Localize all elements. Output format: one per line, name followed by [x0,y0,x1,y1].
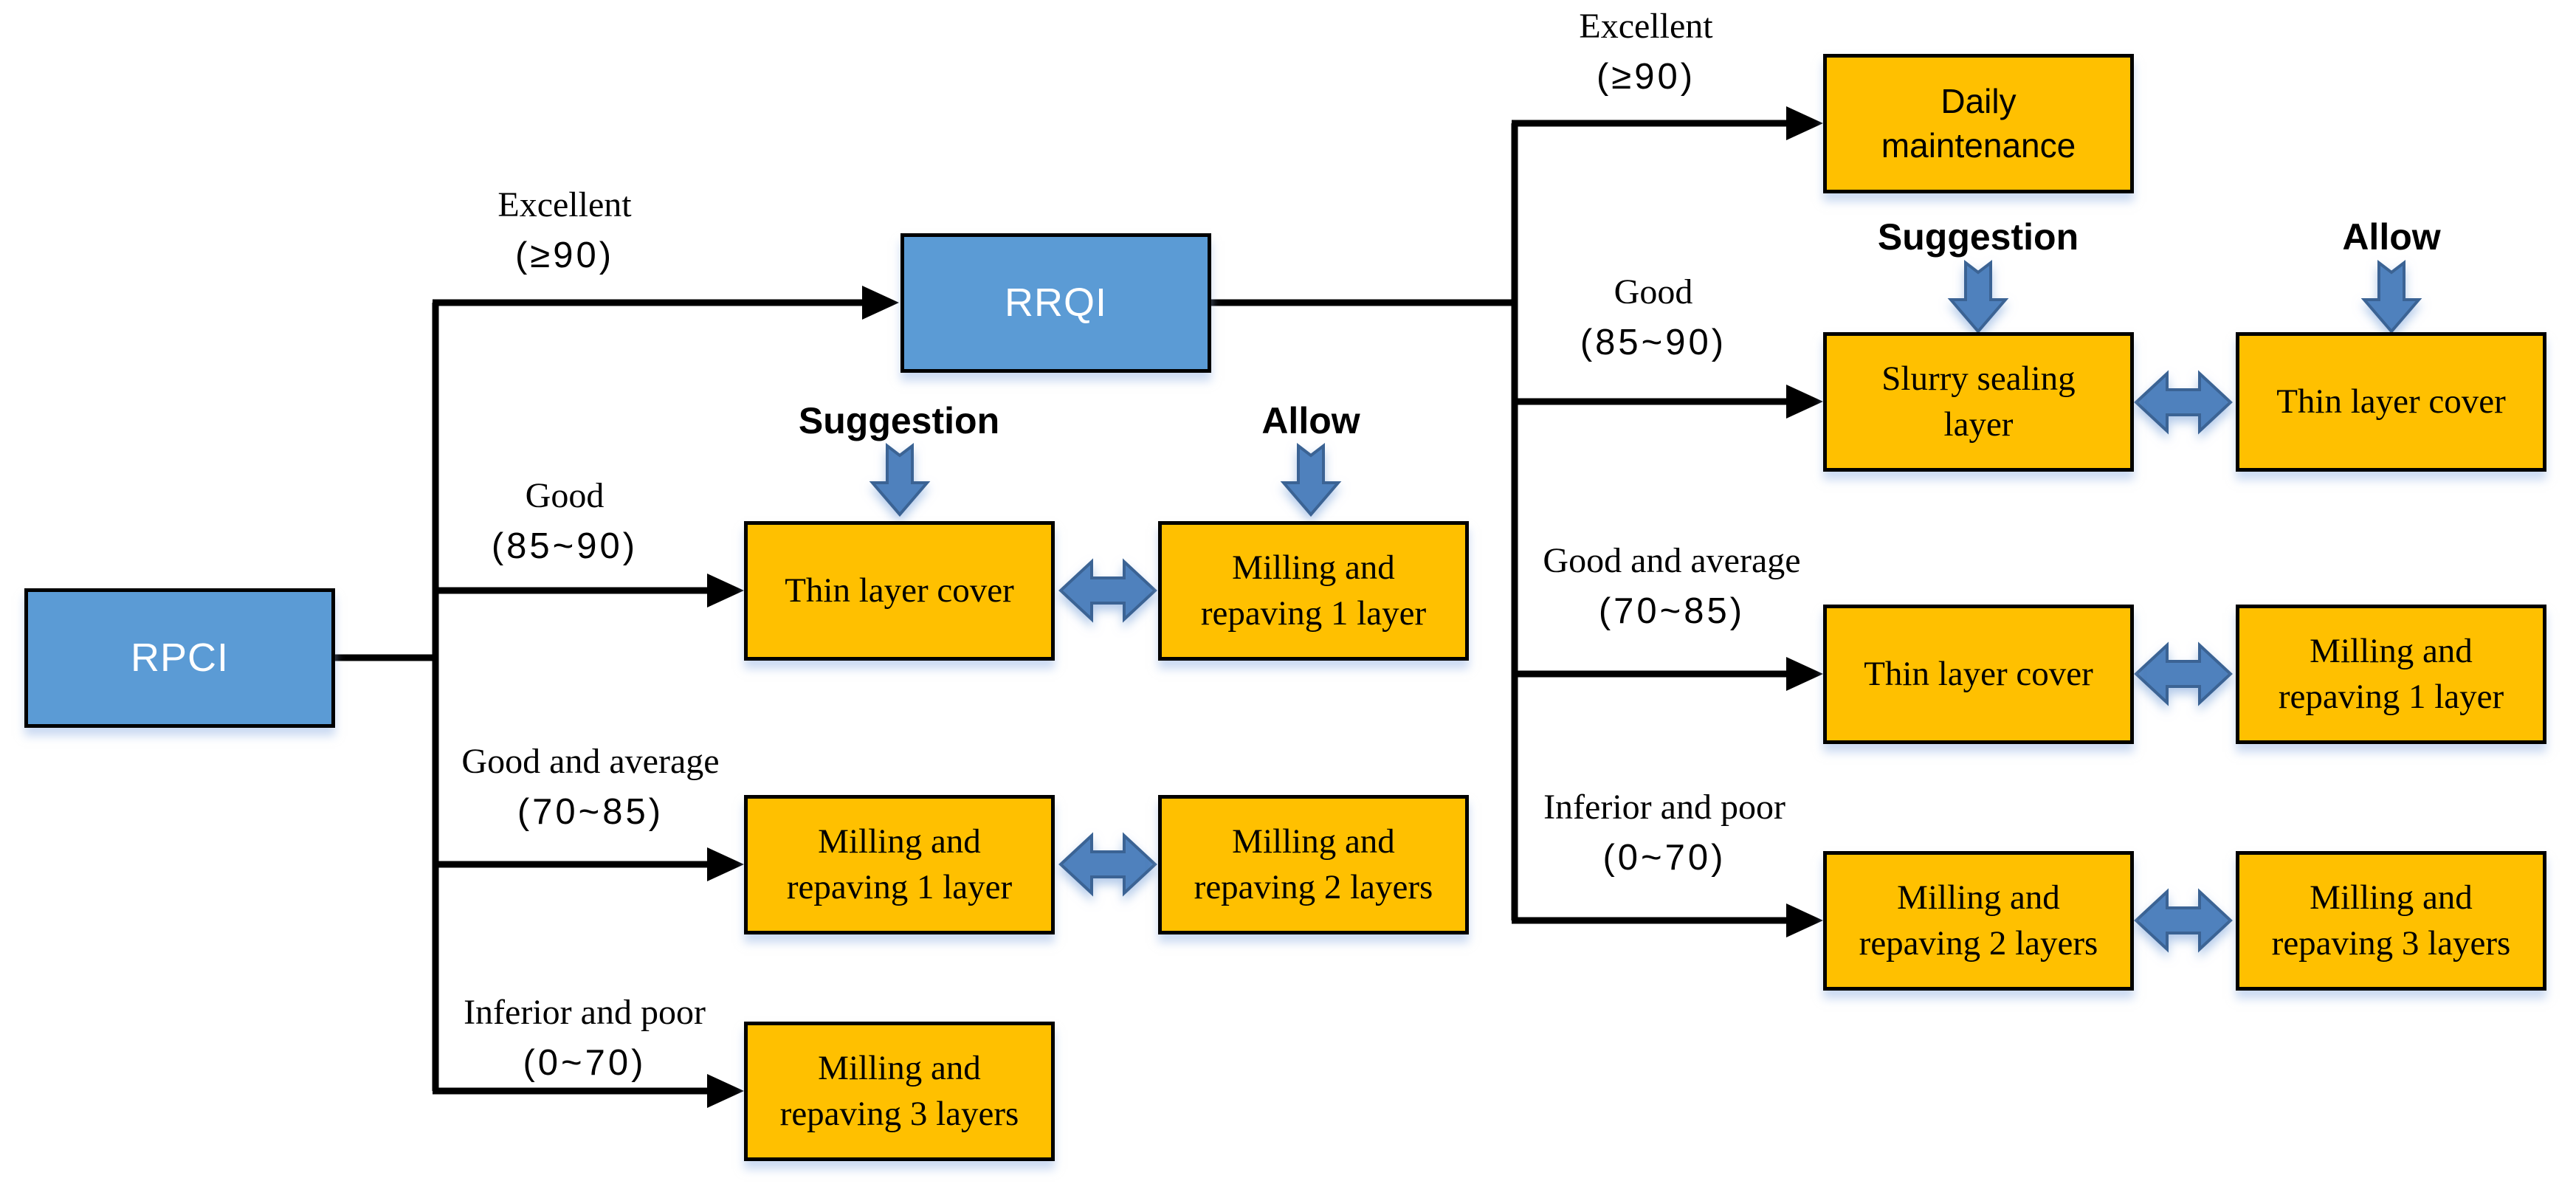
double-arrow-icon-right-row2 [2134,370,2233,435]
arrowhead-left-good [707,574,744,607]
edge-label-right-inferior: Inferior and poor (0~70) [1487,785,1842,881]
node-left-milling-repaving-1b: Milling and repaving 1 layer [744,795,1055,934]
arrowhead-right-inferior [1786,903,1823,937]
node-right-milling-repaving-3: Milling and repaving 3 layers [2236,851,2546,991]
arrowhead-right-good-average [1786,657,1823,691]
blue-block-arrows [869,259,2422,953]
node-rrqi: RRQI [900,233,1211,373]
edge-range: (≥90) [1596,57,1696,97]
node-left-milling-repaving-2: Milling and repaving 2 layers [1158,795,1469,934]
edge-name: Good and average [1543,541,1801,580]
edge-label-right-good: Good (85~90) [1476,270,1831,365]
down-arrow-icon-right-allow [2360,259,2422,334]
edge-label-left-excellent: Excellent (≥90) [388,183,742,278]
down-arrow-icon-left-allow [1280,442,1342,517]
label-allow-left: Allow [1261,400,1360,441]
arrowhead-left-inferior [707,1074,744,1108]
arrowhead-right-good [1786,385,1823,419]
edge-label-right-excellent: Excellent (≥90) [1469,4,1823,100]
edge-range: (70~85) [517,792,664,832]
edge-name: Inferior and poor [464,993,706,1032]
double-arrow-icon-left-row2 [1058,558,1157,623]
edge-label-left-good: Good (85~90) [388,474,742,569]
arrowhead-into-rrqi [862,286,899,320]
edge-label-right-good-average: Good and average (70~85) [1495,539,1849,634]
edge-name: Excellent [1579,7,1713,46]
label-suggestion-left: Suggestion [798,400,1000,441]
double-arrow-icon-right-row3 [2134,641,2233,706]
arrowhead-right-excellent [1786,106,1823,140]
node-right-thin-layer-cover: Thin layer cover [2236,332,2546,472]
edge-range: (85~90) [1580,323,1727,362]
node-daily-maintenance: Daily maintenance [1823,54,2134,193]
double-arrow-icon-right-row4 [2134,888,2233,953]
node-left-milling-repaving-1: Milling and repaving 1 layer [1158,521,1469,661]
edge-range: (0~70) [523,1043,647,1083]
node-left-milling-repaving-3: Milling and repaving 3 layers [744,1022,1055,1161]
node-right-milling-repaving-2: Milling and repaving 2 layers [1823,851,2134,991]
node-slurry-sealing-layer: Slurry sealing layer [1823,332,2134,472]
edge-range: (85~90) [491,526,638,566]
edge-name: Inferior and poor [1543,788,1785,827]
edge-name: Good [1614,272,1693,311]
down-arrow-icon-right-suggestion [1947,259,2009,334]
node-left-thin-layer-cover: Thin layer cover [744,521,1055,661]
node-right-milling-repaving-1: Milling and repaving 1 layer [2236,605,2546,744]
arrowhead-left-good-average [707,847,744,881]
black-arrowheads [707,106,1823,1108]
black-connectors [335,120,1788,1095]
edge-name: Good [525,476,605,515]
double-arrow-icon-left-row3 [1058,832,1157,897]
edge-name: Excellent [497,185,632,224]
edge-range: (≥90) [514,235,615,275]
label-allow-right: Allow [2342,216,2441,258]
label-suggestion-right: Suggestion [1877,216,2079,258]
edge-range: (70~85) [1598,591,1746,631]
edge-label-left-good-average: Good and average (70~85) [413,740,768,835]
node-rpci: RPCI [24,588,335,728]
down-arrow-icon-left-suggestion [869,442,931,517]
edge-label-left-inferior: Inferior and poor (0~70) [407,991,762,1086]
node-right-thin-layer-cover-b: Thin layer cover [1823,605,2134,744]
edge-range: (0~70) [1602,838,1726,878]
edge-name: Good and average [461,742,720,781]
